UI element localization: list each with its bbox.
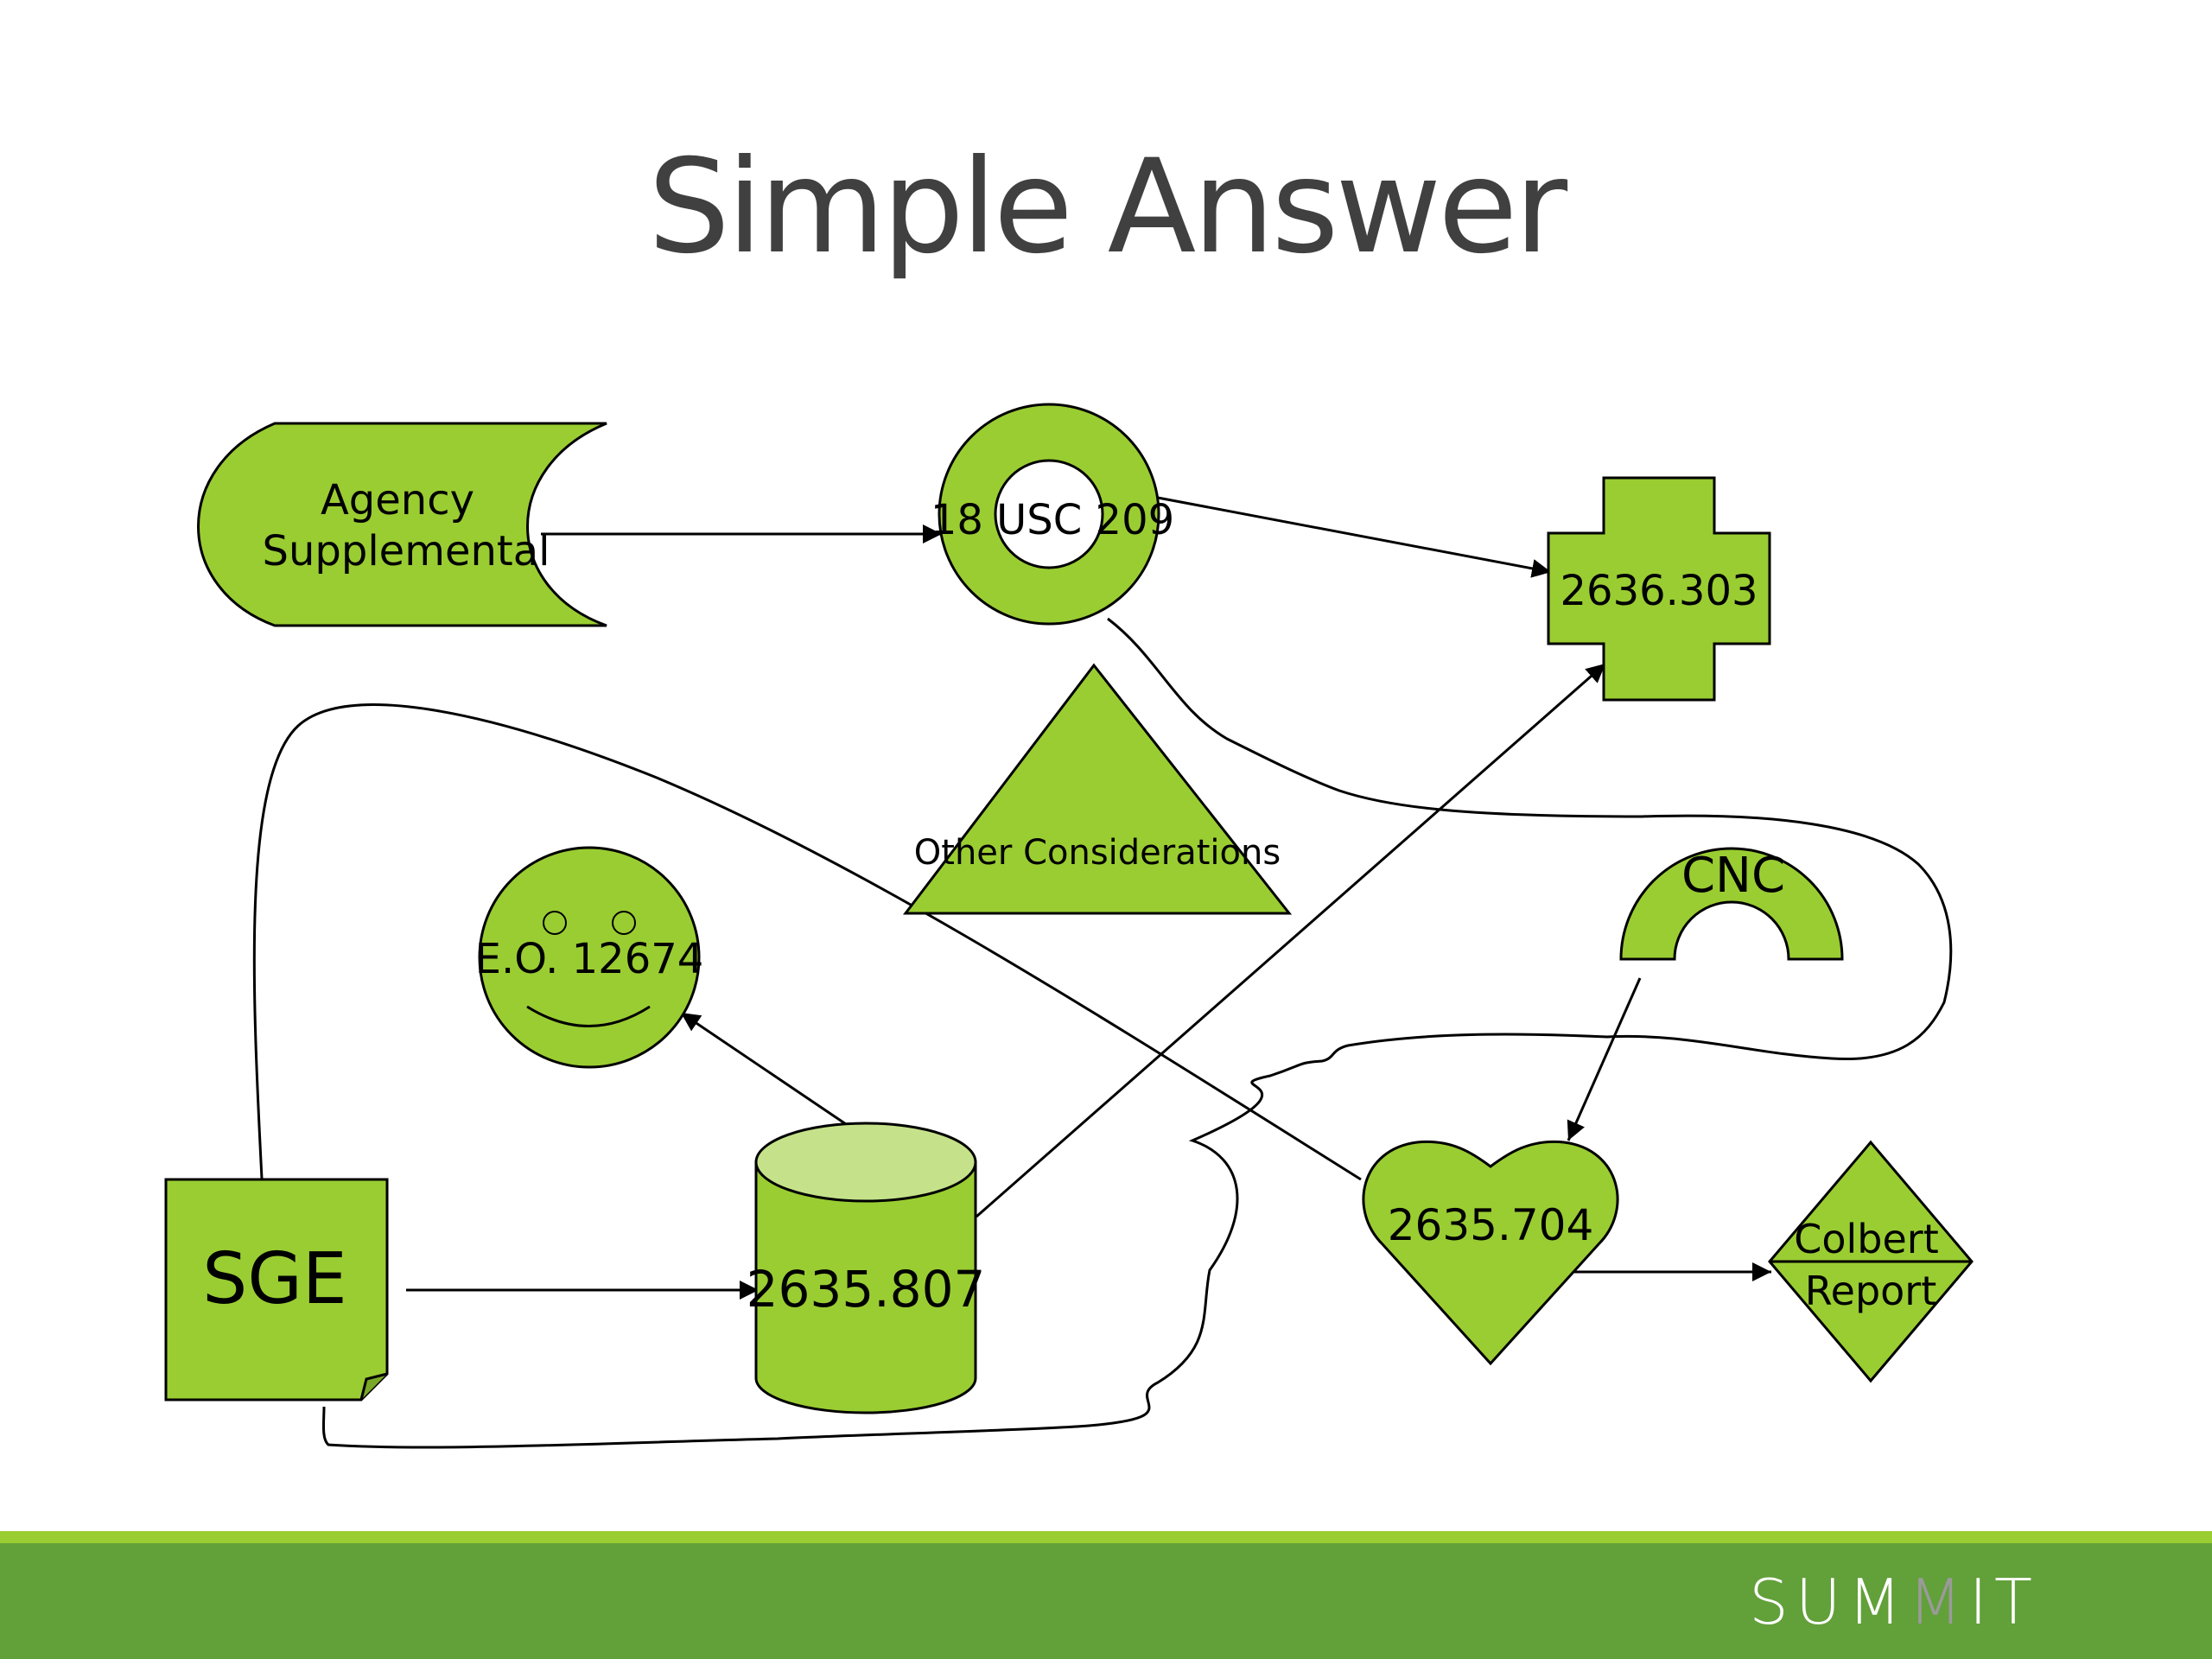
node-agency-supplemental[interactable]: Agency Supplemental	[197, 422, 607, 627]
arrow-807-to-eo	[680, 1011, 849, 1128]
node-2635-704-label: 2635.704	[1388, 1200, 1594, 1250]
freeform-loop-usc	[321, 617, 1953, 1449]
smiley-eye-left	[543, 911, 567, 935]
node-eo-label: E.O. 12674	[475, 935, 704, 983]
node-2636-303-label: 2636.303	[1560, 567, 1758, 615]
footer-accent-line	[0, 1531, 2212, 1543]
summit-logo: SUMMIT	[1749, 1566, 2039, 1638]
node-agency-label-line2: Supplemental	[263, 527, 550, 575]
freeform-loop-sge	[252, 703, 1362, 1181]
node-2636-303[interactable]: 2636.303	[1547, 476, 1771, 702]
cylinder-top	[754, 1122, 977, 1203]
sge-fold	[359, 1372, 388, 1401]
node-colbert-report[interactable]: Colbert Report	[1768, 1140, 1974, 1383]
logo-part2: M	[1908, 1566, 1969, 1638]
node-colbert-label-line2: Report	[1805, 1268, 1937, 1314]
node-sge[interactable]: SGE	[164, 1178, 389, 1402]
node-eo-12674[interactable]: E.O. 12674	[475, 846, 704, 1069]
node-agency-label-line1: Agency	[321, 476, 474, 524]
node-sge-label: SGE	[202, 1238, 346, 1320]
smiley-eye-right	[612, 911, 636, 935]
smiley-mouth	[526, 1005, 651, 1027]
node-2635-807[interactable]: 2635.807	[747, 1122, 986, 1414]
arrow-cnc-to-704	[1567, 977, 1642, 1141]
node-2635-807-label: 2635.807	[747, 1260, 986, 1319]
node-cnc-label: CNC	[1681, 848, 1785, 904]
arrow-807-to-303	[976, 662, 1606, 1218]
node-usc-label: 18 USC 209	[931, 496, 1174, 544]
logo-part3: IT	[1968, 1566, 2039, 1638]
slide-title: Simple Answer	[647, 132, 1567, 283]
arrow-usc-to-303	[1157, 496, 1552, 578]
node-colbert-label-line1: Colbert	[1794, 1216, 1939, 1262]
node-other-considerations[interactable]: Other Considerations	[902, 663, 1293, 915]
node-other-label: Other Considerations	[914, 833, 1281, 873]
logo-part1: SUM	[1749, 1566, 1909, 1638]
node-2635-704[interactable]: 2635.704	[1362, 1140, 1619, 1366]
node-cnc[interactable]: CNC	[1619, 847, 1844, 961]
footer-bar	[0, 1543, 2212, 1659]
node-18-usc-209[interactable]: 18 USC 209	[931, 403, 1174, 626]
